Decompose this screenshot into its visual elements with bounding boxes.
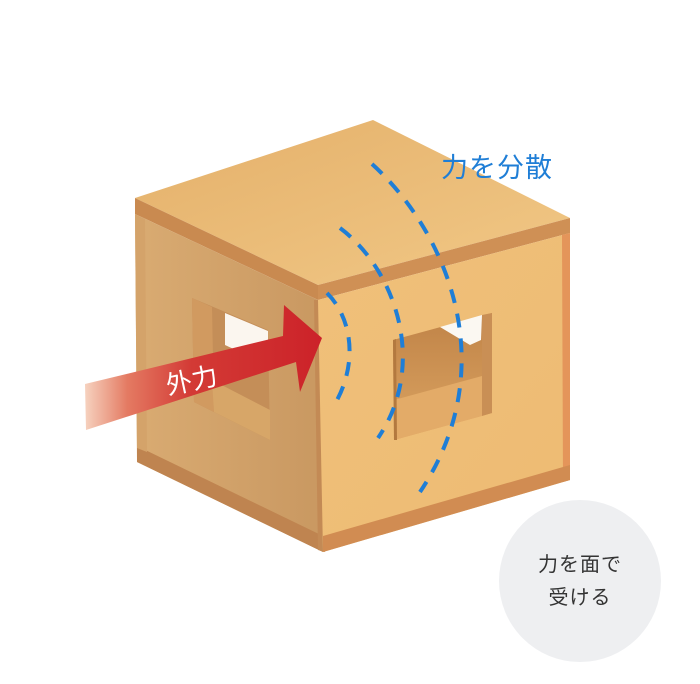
force-dispersion-arcs bbox=[325, 162, 464, 494]
callout-line-2: 受ける bbox=[548, 585, 612, 609]
callout-circle: 力を面で 受ける bbox=[499, 500, 661, 662]
external-force-arrow bbox=[85, 305, 322, 430]
callout-line-1: 力を面で bbox=[538, 552, 622, 576]
cube-top-face bbox=[135, 120, 570, 300]
force-dispersion-label: 力を分散 bbox=[441, 153, 553, 184]
